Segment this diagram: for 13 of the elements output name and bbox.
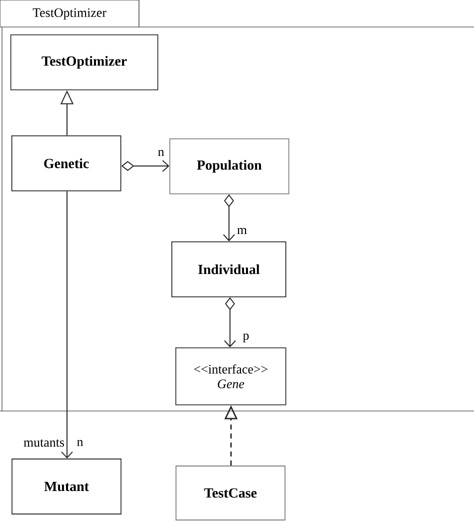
role-label: mutants <box>24 439 64 447</box>
multiplicity-label: p <box>242 334 249 342</box>
association-arrow <box>61 190 73 459</box>
class-box: Individual <box>171 241 286 298</box>
multiplicity-label: n <box>158 150 164 156</box>
multiplicity-label: n <box>77 440 84 446</box>
class-box: Genetic <box>11 135 122 192</box>
multiplicity-label: m <box>237 228 247 234</box>
interface-box: <<interface>> Gene <box>175 347 286 406</box>
class-box: TestOptimizer <box>10 34 158 90</box>
class-box: Mutant <box>12 458 122 514</box>
class-box: Population <box>169 138 290 194</box>
class-box: TestCase <box>176 466 286 520</box>
